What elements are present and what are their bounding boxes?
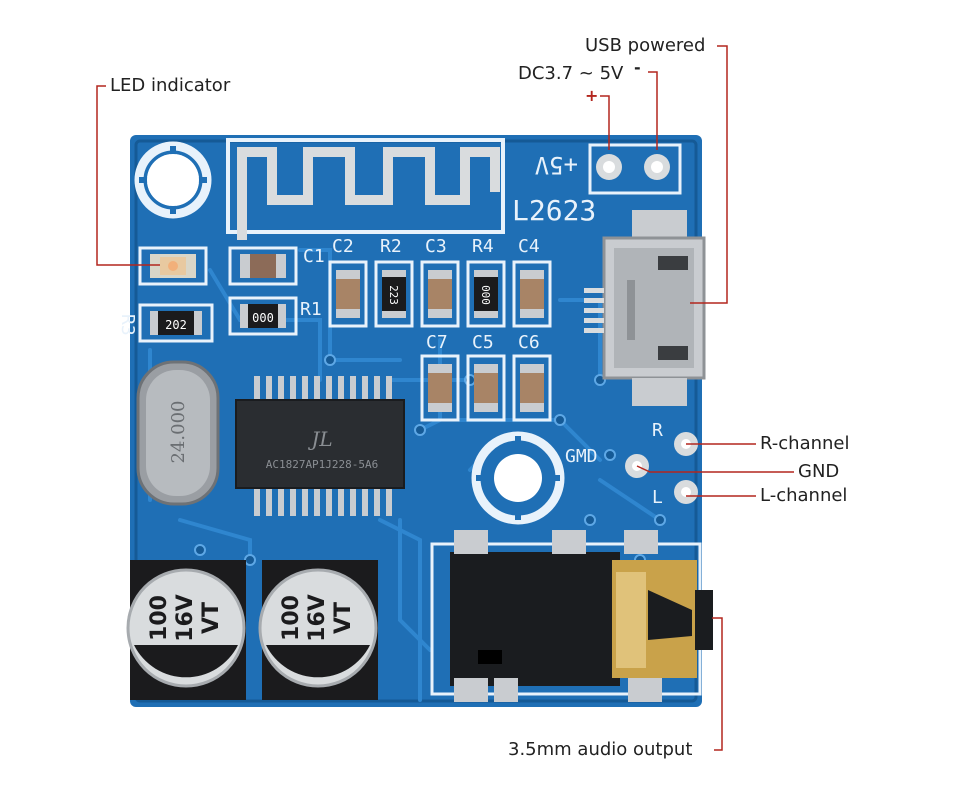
chip-logo: JL: [307, 427, 332, 451]
silk-c5: C5: [472, 332, 494, 353]
micro-usb-connector: [584, 210, 706, 406]
electrolytic-cap-1: [126, 560, 246, 700]
power-pads: [588, 143, 682, 195]
resistor-r2: [374, 260, 414, 328]
callout-line-gnd: [636, 465, 794, 473]
callout-usb-powered: USB powered: [585, 35, 706, 56]
res-r4-value: 000: [479, 285, 492, 305]
resistor-r1: [228, 296, 298, 336]
callout-lines: [96, 45, 794, 751]
cap1-line2: 16V: [173, 594, 198, 642]
silk-r: R: [652, 420, 663, 441]
callout-plus-sign: +: [585, 86, 599, 105]
res-r2-value: 223: [387, 285, 400, 305]
mounting-hole-top: [134, 141, 212, 219]
crystal-oscillator: [136, 360, 220, 506]
resistor-r4: [466, 260, 506, 328]
silk-gmd: GMD: [565, 446, 598, 467]
silk-c1: C1: [303, 246, 325, 267]
callout-l-channel: L-channel: [760, 485, 848, 506]
callout-audio-output: 3.5mm audio output: [508, 739, 693, 760]
smd-c1-area: [228, 246, 298, 286]
cap-c4: [512, 260, 552, 328]
callout-line-minus: [648, 71, 658, 150]
silk-c2: C2: [332, 236, 354, 257]
silk-c7: C7: [426, 332, 448, 353]
silk-c3: C3: [425, 236, 447, 257]
silk-r3: R3: [117, 314, 138, 336]
callout-line-plus: [600, 95, 610, 150]
cap2-line1: 100: [279, 595, 304, 641]
cap1-line3: VT: [199, 602, 224, 634]
mounting-hole-center: [471, 431, 565, 525]
resistor-r3: [138, 303, 214, 343]
silk-c4: C4: [518, 236, 540, 257]
cap-c7: [420, 354, 460, 422]
antenna-trace: [226, 138, 505, 240]
callout-minus-sign: -: [634, 58, 641, 77]
silk-r4: R4: [472, 236, 494, 257]
cap-c2: [328, 260, 368, 328]
callout-led-indicator: LED indicator: [110, 75, 231, 96]
cap2-line3: VT: [331, 602, 356, 634]
cap2-line2: 16V: [305, 594, 330, 642]
silk-model: L2623: [512, 194, 596, 227]
res-r3-value: 202: [165, 318, 187, 332]
bluetooth-chip: [235, 376, 405, 516]
silk-r1: R1: [300, 299, 322, 320]
crystal-freq: 24.000: [168, 401, 189, 464]
silk-c6: C6: [518, 332, 540, 353]
silk-power: +5V: [535, 151, 578, 179]
audio-jack: [430, 530, 713, 702]
cap-c6: [512, 354, 552, 422]
silk-l: L: [652, 487, 663, 508]
cap1-line1: 100: [147, 595, 172, 641]
chip-marking: AC1827AP1J228-5A6: [266, 458, 379, 471]
led: [138, 246, 208, 286]
cap-c5: [466, 354, 506, 422]
callout-gnd: GND: [798, 461, 840, 482]
callout-line-usb: [690, 45, 728, 304]
callout-dc-voltage: DC3.7 ~ 5V: [518, 63, 624, 84]
callout-line-audio: [712, 617, 723, 751]
res-r1-value: 000: [252, 311, 274, 325]
silk-r2: R2: [380, 236, 402, 257]
electrolytic-cap-2: [258, 560, 378, 700]
callout-line-led: [96, 85, 160, 266]
cap-c3: [420, 260, 460, 328]
callout-r-channel: R-channel: [760, 433, 850, 454]
